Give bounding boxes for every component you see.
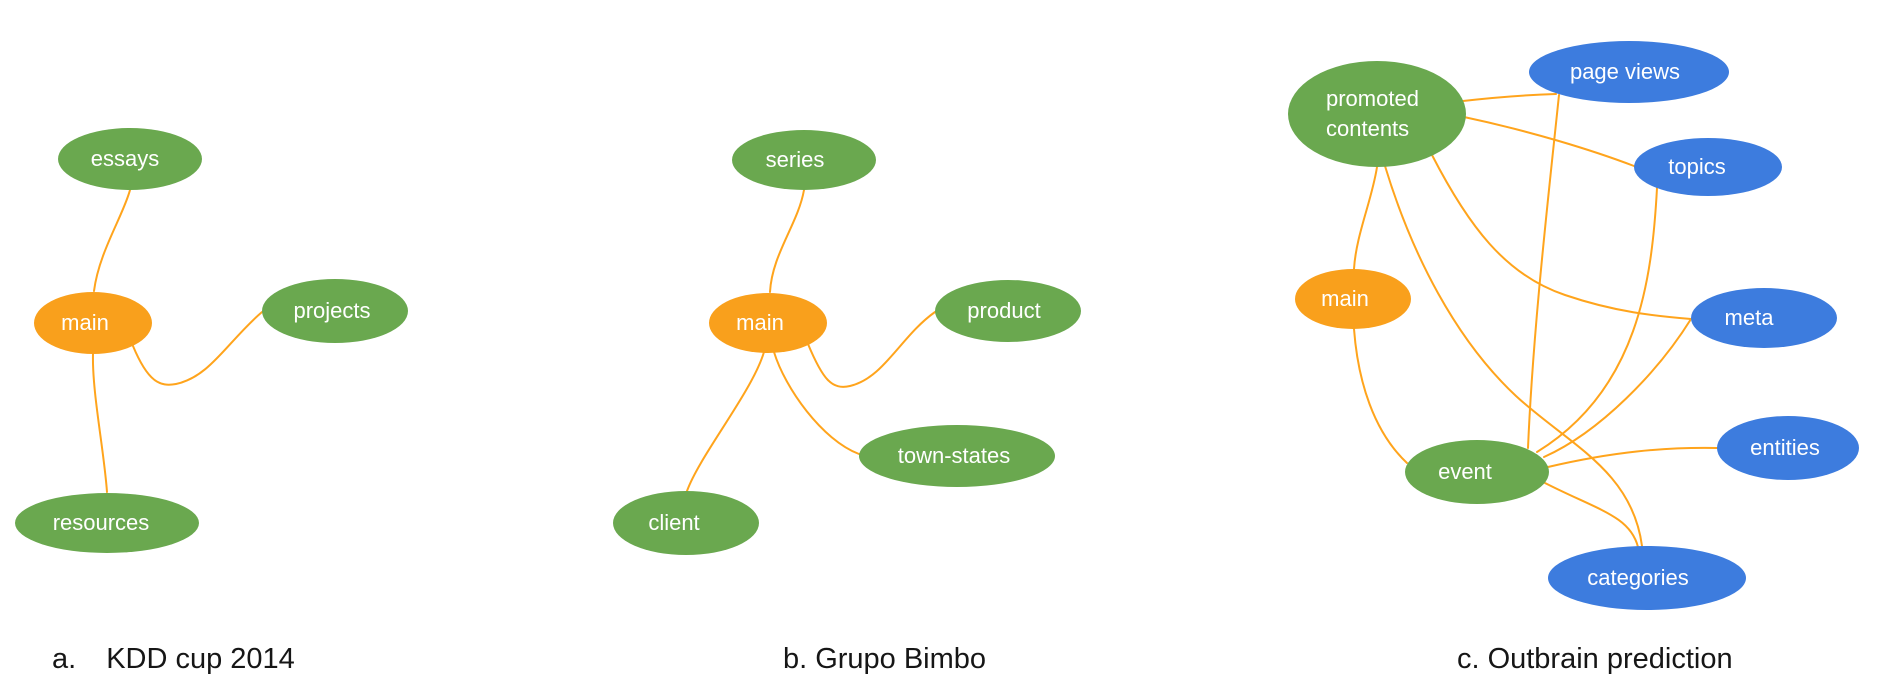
node-a-essays: essays bbox=[58, 128, 202, 190]
node-label: main bbox=[61, 310, 109, 335]
edge-event-categories bbox=[1544, 482, 1639, 548]
caption-b-title: Grupo Bimbo bbox=[815, 643, 987, 675]
caption-c-prefix: c. bbox=[1457, 643, 1480, 675]
edge-promoted-contents-categories bbox=[1384, 165, 1643, 547]
edge-main-product bbox=[807, 311, 936, 388]
node-label: projects bbox=[293, 298, 371, 323]
edge-main-resources bbox=[91, 353, 108, 493]
node-label: entities bbox=[1750, 435, 1820, 460]
node-label: resources bbox=[52, 510, 150, 535]
node-label: main bbox=[736, 310, 784, 335]
node-label: page views bbox=[1569, 59, 1681, 84]
node-a-main: main bbox=[34, 292, 152, 354]
node-label: main bbox=[1321, 286, 1369, 311]
node-label: essays bbox=[90, 146, 160, 171]
edge-topics-event bbox=[1536, 187, 1658, 453]
edge-page-views-event bbox=[1527, 94, 1560, 449]
edge-event-entities bbox=[1547, 446, 1718, 468]
edge-promoted-contents-page-views bbox=[1462, 93, 1557, 102]
node-label: product bbox=[967, 298, 1041, 323]
node-b-series: series bbox=[732, 130, 876, 190]
node-label: topics bbox=[1668, 154, 1726, 179]
node-label: client bbox=[648, 510, 700, 535]
edge-main-town-states bbox=[773, 351, 860, 455]
caption-grupo-bimbo: b.Grupo Bimbo bbox=[783, 643, 986, 676]
edge-main-event bbox=[1353, 328, 1408, 464]
node-label: series bbox=[765, 147, 825, 172]
node-a-projects: projects bbox=[262, 279, 408, 343]
node-b-town-states: town-states bbox=[859, 425, 1055, 487]
caption-a-title: KDD cup 2014 bbox=[106, 643, 295, 675]
edge-event-meta bbox=[1543, 318, 1692, 458]
edge-main-projects bbox=[132, 311, 263, 386]
node-c-entities: entities bbox=[1717, 416, 1859, 480]
node-c-topics: topics bbox=[1634, 138, 1782, 196]
caption-b-prefix: b. bbox=[783, 643, 808, 675]
node-label: meta bbox=[1724, 305, 1774, 330]
node-c-page-views: page views bbox=[1529, 41, 1729, 103]
node-b-main: main bbox=[709, 293, 827, 353]
edge-essays-main bbox=[93, 189, 131, 292]
node-b-client: client bbox=[613, 491, 759, 555]
caption-kdd-cup-2014: a. KDD cup 2014 bbox=[52, 643, 295, 676]
caption-c-title: Outbrain prediction bbox=[1487, 643, 1733, 675]
node-c-main: main bbox=[1295, 269, 1411, 329]
node-c-event: event bbox=[1405, 440, 1549, 504]
edge-main-client bbox=[686, 351, 765, 492]
node-a-resources: resources bbox=[15, 493, 199, 553]
node-label: event bbox=[1438, 459, 1492, 484]
node-b-product: product bbox=[935, 280, 1081, 342]
edge-promoted-contents-topics bbox=[1463, 116, 1635, 167]
node-c-meta: meta bbox=[1691, 288, 1837, 348]
caption-outbrain-prediction: c.Outbrain prediction bbox=[1457, 643, 1733, 676]
edge-promoted-contents-meta bbox=[1431, 154, 1692, 320]
node-c-categories: categories bbox=[1548, 546, 1746, 610]
edge-series-main bbox=[769, 189, 805, 293]
caption-a-prefix: a. bbox=[52, 643, 77, 675]
node-label: categories bbox=[1587, 565, 1689, 590]
edge-promoted-contents-main bbox=[1353, 166, 1378, 270]
node-label: town-states bbox=[897, 443, 1011, 468]
